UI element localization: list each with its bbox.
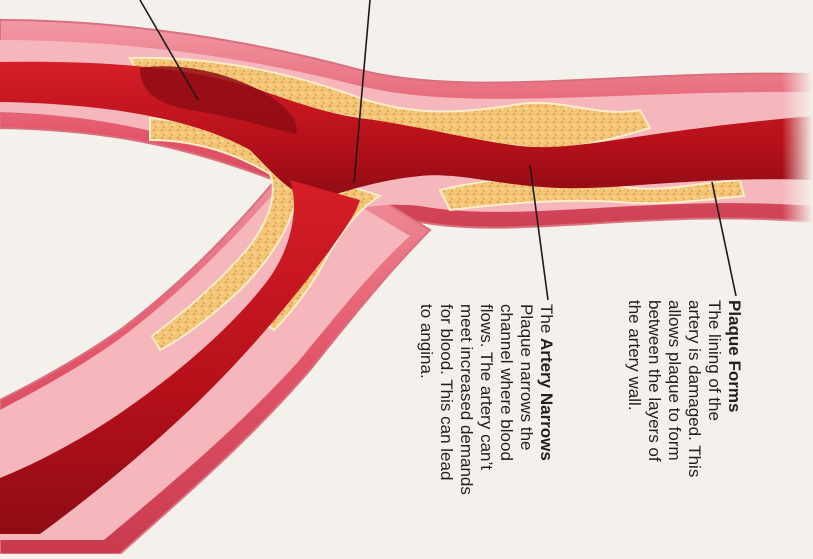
artery-narrows-line-6: to angina. [416,304,436,495]
artery-narrows-label: The Artery Narrows Plaque narrows the ch… [416,304,556,495]
artery-narrows-line-3: flows. The artery can’t [476,304,496,495]
plaque-forms-line-2: artery is damaged. This [684,300,704,477]
plaque-forms-title: Plaque Forms [725,300,744,412]
artery-narrows-line-1: Plaque narrows the [516,304,536,495]
plaque-forms-label: Plaque Forms The lining of the artery is… [624,300,744,477]
plaque-forms-line-3: allows plaque to form [664,300,684,477]
artery-narrows-line-2: channel where blood [496,304,516,495]
artery-narrows-line-5: for blood. This can lead [436,304,456,495]
plaque-forms-line-1: The lining of the [704,300,724,477]
plaque-forms-line-4: between the layers of [644,300,664,477]
artery-narrows-prefix: The [537,304,556,338]
artery-narrows-line-4: meet increased demands [456,304,476,495]
artery-narrows-title: Artery Narrows [537,338,556,461]
plaque-forms-line-5: the artery wall. [624,300,644,477]
